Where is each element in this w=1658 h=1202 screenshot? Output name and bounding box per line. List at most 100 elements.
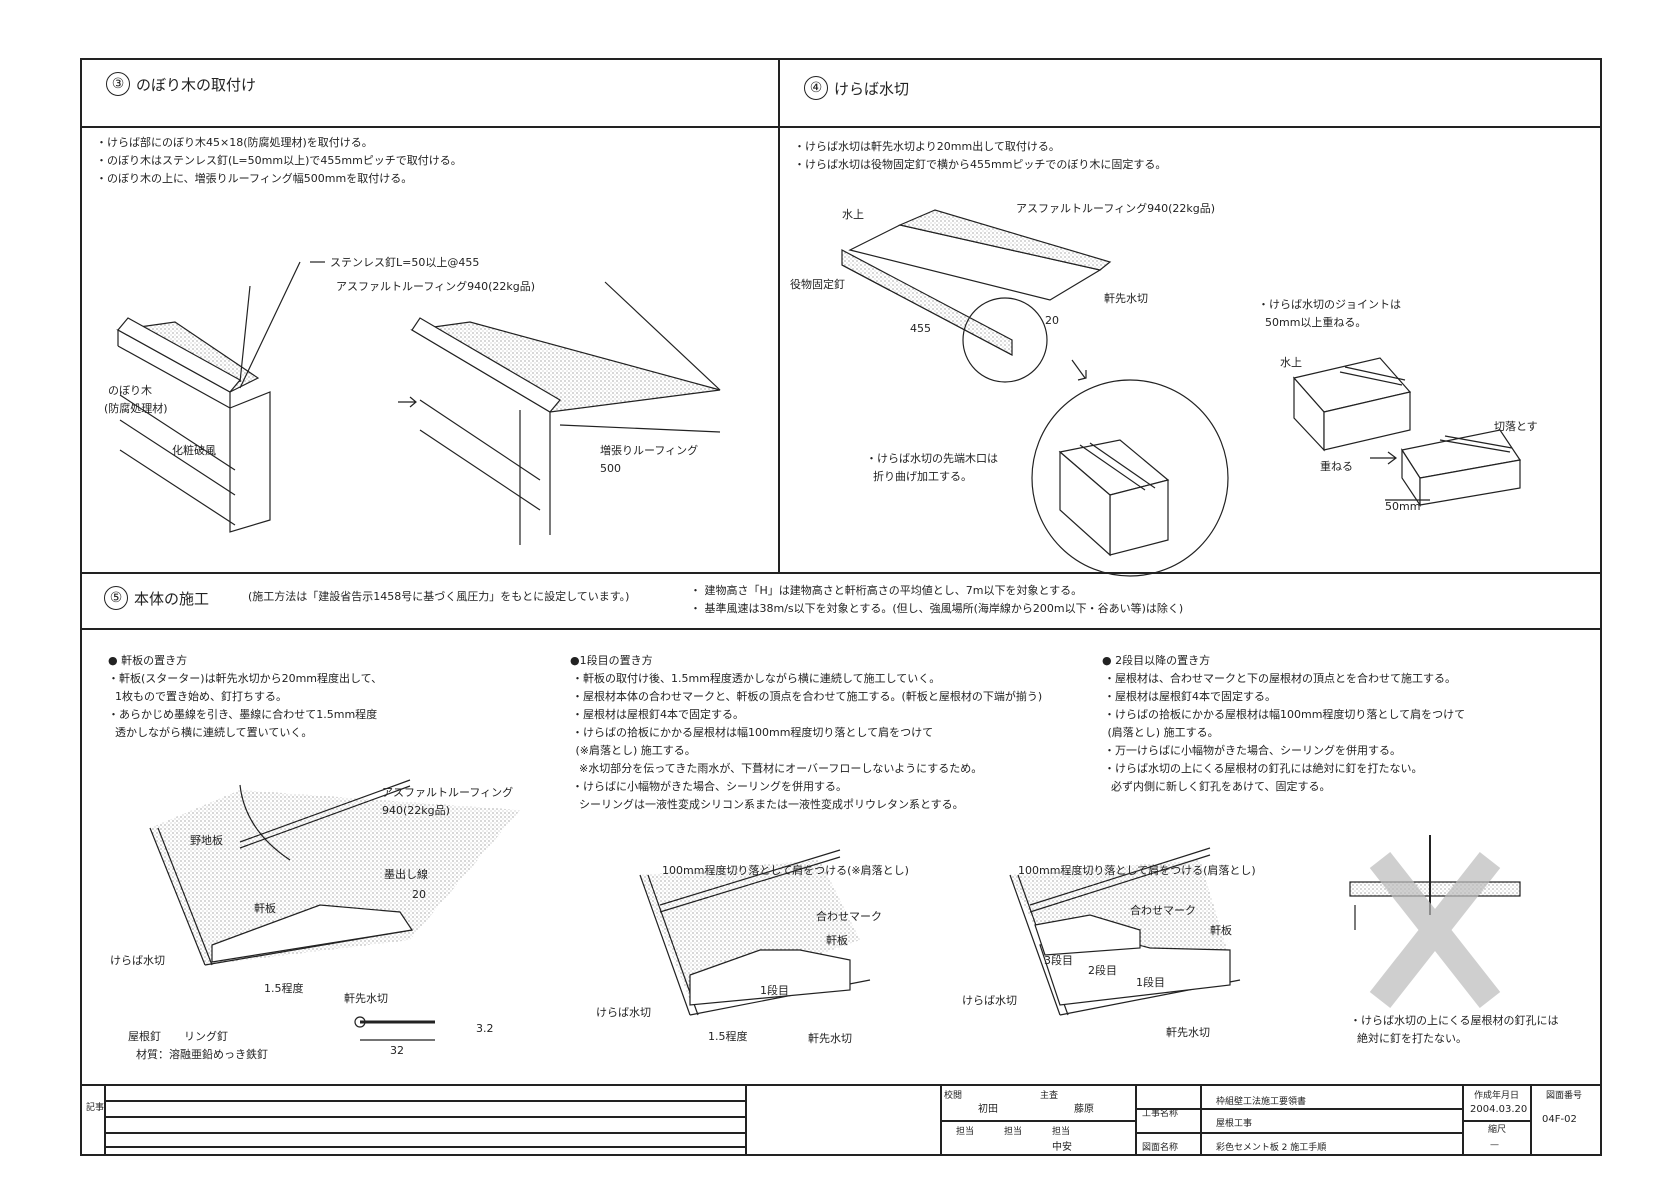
section4-title: ④ けらば水切: [804, 76, 909, 100]
label-mashibari-roofing: 増張りルーフィング: [600, 444, 699, 457]
tb-tantou3: 担当: [1052, 1127, 1071, 1137]
fig2-nokiita: 軒板: [826, 934, 848, 947]
fig3-dan3: 3段目: [1044, 954, 1073, 967]
fig1-20: 20: [412, 888, 426, 901]
tb-scale: —: [1490, 1140, 1499, 1150]
col2-notes: ・軒板の取付け後、1.5mm程度透かしながら横に連続して施工していく。 ・屋根材…: [572, 672, 1043, 811]
label-nobori-wood-treated: (防腐処理材): [104, 402, 168, 415]
arrow-right-icon: [398, 396, 417, 408]
arrow-right-icon-2: [1370, 451, 1397, 465]
label-mizukami: 水上: [842, 208, 864, 221]
label-kasaneru: 重ねる: [1320, 460, 1353, 473]
warning-note: ・けらば水切の上にくる屋根材の釘孔には 絶対に釘を打たない。: [1350, 1014, 1559, 1045]
label-455: 455: [910, 322, 931, 335]
fig1-nokisaki: 軒先水切: [344, 992, 388, 1005]
fig1-noji-board: 野地板: [190, 834, 223, 847]
fig2-cut: 100mm程度切り落として肩をつける(※肩落とし): [662, 864, 909, 877]
tb-zumen: 彩色セメント板 2 施工手順: [1216, 1143, 1327, 1153]
fig1-nokiita: 軒板: [254, 902, 276, 915]
divider-h-sec5: [80, 628, 1602, 630]
section5-number: ⑤: [104, 586, 128, 610]
fig3-dan2: 2段目: [1088, 964, 1117, 977]
col3-notes: ・屋根材は、合わせマークと下の屋根材の頂点とを合わせて施工する。 ・屋根材は屋根…: [1104, 672, 1466, 793]
tb-date-label: 作成年月日: [1474, 1091, 1520, 1101]
divider-h-titleblock: [80, 1084, 1602, 1086]
section5-title: ⑤ 本体の施工: [104, 586, 209, 610]
tb-shusa: 主査: [1040, 1091, 1059, 1101]
label-nobori-wood: のぼり木: [108, 384, 152, 397]
label-asphalt-roofing-3: アスファルトルーフィング940(22kg品): [336, 280, 536, 293]
tb-kouji1: 枠組壁工法施工要領書: [1216, 1097, 1307, 1107]
fig1-asphalt-grade: 940(22kg品): [382, 804, 450, 817]
tb-date: 2004.03.20: [1470, 1104, 1528, 1115]
tb-no: 04F-02: [1542, 1114, 1577, 1125]
label-kiriotosu: 切落とす: [1494, 420, 1538, 433]
fig3-awase-mark: 合わせマーク: [1130, 904, 1196, 917]
roofing-sheet-right: [410, 321, 721, 413]
section3-title-text: のぼり木の取付け: [136, 75, 257, 94]
tb-person1: 初田: [978, 1104, 998, 1115]
fig1-15: 1.5程度: [264, 982, 304, 995]
label-500: 500: [600, 462, 621, 475]
divider-h-header: [80, 126, 1602, 128]
section5-subtitle: (施工方法は「建設省告示1458号に基づく風圧力」をもとに設定しています。): [248, 590, 630, 603]
tb-tantou2: 担当: [1004, 1127, 1023, 1137]
fig1-material: 材質：溶融亜鉛めっき鉄釘: [136, 1048, 268, 1061]
label-yakumono-nail: 役物固定釘: [790, 278, 845, 291]
label-asphalt-roofing-4: アスファルトルーフィング940(22kg品): [1016, 202, 1216, 215]
tb-kiji: 記事: [86, 1103, 105, 1113]
fig2-dan1: 1段目: [760, 984, 789, 997]
fig3-dan1: 1段目: [1136, 976, 1165, 989]
fig1-sumidashi: 墨出し線: [384, 868, 428, 881]
label-keshou-hafu: 化粧破風: [172, 444, 216, 457]
detail-circle-large: [1031, 379, 1229, 577]
fig3-nokiita: 軒板: [1210, 924, 1232, 937]
fig1-32d: 3.2: [476, 1022, 494, 1035]
section3-notes: ・けらば部にのぼり木45×18(防腐処理材)を取付ける。 ・のぼり木はステンレス…: [96, 136, 462, 185]
arrow-down-icon: [1071, 359, 1087, 381]
tb-zumen-label: 図面名称: [1142, 1143, 1179, 1153]
divider-h-mid: [80, 572, 1602, 574]
fig2-15: 1.5程度: [708, 1030, 748, 1043]
label-20: 20: [1045, 314, 1059, 327]
col2-heading: ●1段目の置き方: [570, 654, 653, 667]
label-50mm: 50mm: [1385, 500, 1421, 513]
fig2-keraba: けらば水切: [596, 1006, 651, 1019]
label-nokisaki-mizukiri-4: 軒先水切: [1104, 292, 1148, 305]
tb-person2: 藤原: [1074, 1104, 1094, 1115]
fig2-awase-mark: 合わせマーク: [816, 910, 882, 923]
section5-title-text: 本体の施工: [134, 589, 210, 608]
section3-number: ③: [106, 72, 130, 96]
fig3-cut: 100mm程度切り落として肩をつける(肩落とし): [1018, 864, 1256, 877]
tb-no-label: 図面番号: [1546, 1091, 1583, 1101]
label-mizukami-2: 水上: [1280, 356, 1302, 369]
section4-title-text: けらば水切: [834, 79, 910, 98]
col3-heading: ● 2段目以降の置き方: [1102, 654, 1211, 667]
note-joint: ・けらば水切のジョイントは 50mm以上重ねる。: [1258, 298, 1401, 329]
tb-kouji2: 屋根工事: [1216, 1119, 1253, 1129]
tb-scale-label: 縮尺: [1488, 1125, 1507, 1135]
col1-heading: ● 軒板の置き方: [108, 654, 188, 667]
tb-tantou1: 担当: [956, 1127, 975, 1137]
col1-notes: ・軒板(スターター)は軒先水切から20mm程度出して、 1枚もので置き始め、釘打…: [108, 672, 383, 739]
fig3-keraba: けらば水切: [962, 994, 1017, 1007]
detail-circle-small: [962, 297, 1048, 383]
section4-notes: ・けらば水切は軒先水切より20mm出して取付ける。 ・けらば水切は役物固定釘で横…: [794, 140, 1167, 171]
fig1-asphalt: アスファルトルーフィング: [382, 786, 514, 799]
note-bend: ・けらば水切の先端木口は 折り曲げ加工する。: [866, 452, 998, 483]
fig1-nail-type: リング釘: [184, 1030, 228, 1043]
cross-mark-icon: [1369, 851, 1501, 1009]
fig2-nokisaki: 軒先水切: [808, 1032, 852, 1045]
fig1-32: 32: [390, 1044, 404, 1057]
label-stainless-nail: ステンレス釘L=50以上@455: [330, 256, 480, 269]
tb-kouetsu: 校閲: [944, 1091, 963, 1101]
fig1-keraba: けらば水切: [110, 954, 165, 967]
fig1-nail-label: 屋根釘: [128, 1030, 161, 1043]
tb-kouji-label: 工事名称: [1142, 1109, 1179, 1119]
section3-title: ③ のぼり木の取付け: [106, 72, 256, 96]
section5-conditions: ・ 建物高さ「H」は建物高さと軒桁高さの平均値とし、7m以下を対象とする。 ・ …: [690, 584, 1184, 615]
drawing-sheet: [80, 58, 1602, 1156]
section4-number: ④: [804, 76, 828, 100]
fig3-nokisaki: 軒先水切: [1166, 1026, 1210, 1039]
